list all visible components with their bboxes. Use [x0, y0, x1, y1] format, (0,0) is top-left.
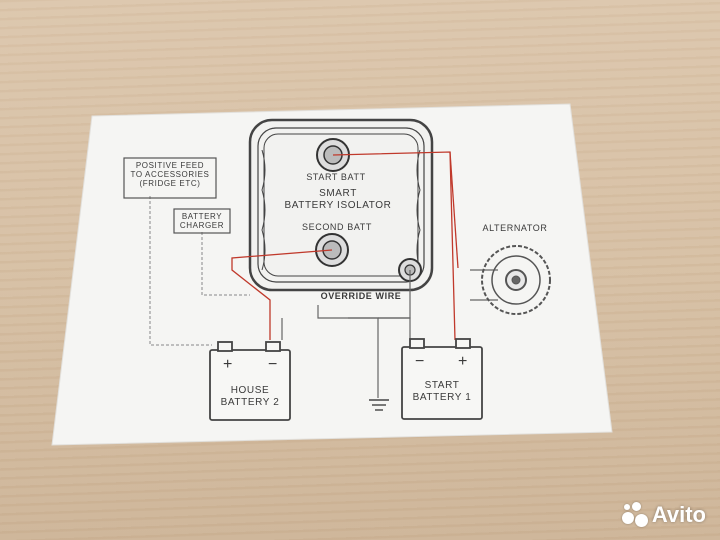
avito-brand-text: Avito: [651, 502, 706, 527]
start-battery-label: START BATTERY 1: [412, 380, 472, 403]
battery-charger-label: BATTERY CHARGER: [179, 212, 225, 231]
positive-feed-label: POSITIVE FEED TO ACCESSORIES (FRIDGE ETC…: [130, 161, 210, 189]
house-battery-plus: +: [223, 356, 233, 373]
house-battery-label: HOUSE BATTERY 2: [220, 385, 280, 408]
avito-watermark: Avito: [621, 502, 706, 528]
start-battery-plus: +: [458, 353, 468, 370]
start-battery-drawing: [401, 338, 483, 420]
house-battery-minus: −: [268, 356, 278, 373]
ground-symbol: [369, 399, 389, 411]
avito-logo-icon: [621, 502, 648, 528]
smart-isolator-label: SMART BATTERY ISOLATOR: [284, 188, 392, 211]
label-boxes: [123, 157, 231, 234]
house-battery-drawing: [209, 341, 291, 421]
start-batt-label: START BATT: [306, 172, 366, 182]
second-batt-label: SECOND BATT: [302, 222, 372, 232]
isolator-device: [248, 118, 434, 292]
alternator-label: ALTERNATOR: [482, 223, 548, 233]
dashed-feeds: [149, 196, 250, 346]
alternator-drawing: [481, 245, 551, 315]
red-wires: [231, 151, 459, 341]
override-wire-label: OVERRIDE WIRE: [320, 291, 402, 301]
start-battery-minus: −: [415, 353, 425, 370]
